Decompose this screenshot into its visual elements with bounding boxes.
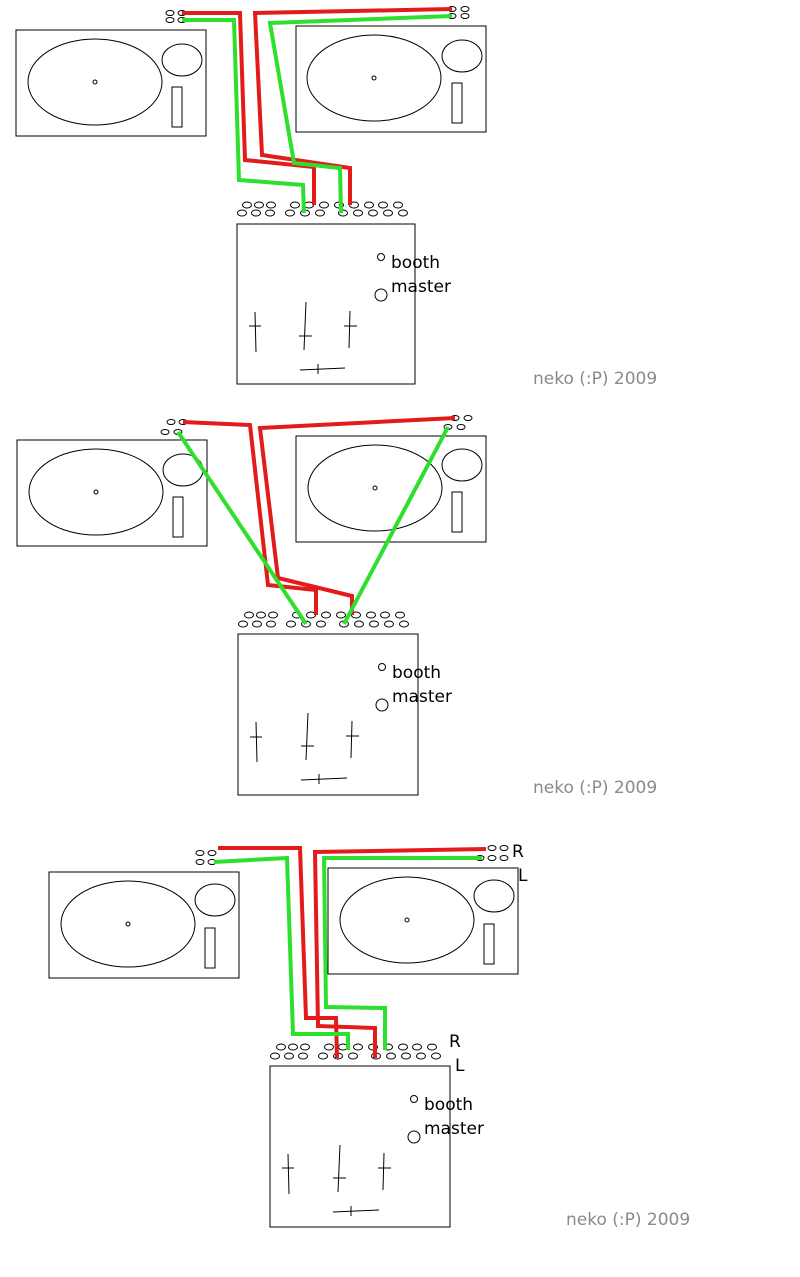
right-turntable-outputs: [443, 415, 473, 430]
diagram-3: R L R L booth master neko (:P) 2009: [48, 842, 690, 1230]
credit: neko (:P) 2009: [533, 369, 657, 389]
left-turntable-outputs: [195, 850, 217, 865]
mixer: [269, 1065, 451, 1228]
left-turntable-outputs: [160, 419, 188, 435]
mixer-inputs: [270, 1043, 441, 1060]
right-turntable: [295, 435, 487, 543]
mixer-inputs: [237, 201, 408, 217]
green-cables: [176, 426, 450, 626]
master-label: master: [424, 1119, 484, 1139]
mixer: [237, 633, 419, 796]
red-cables: [182, 416, 456, 615]
diagram-2: booth master neko (:P) 2009: [16, 415, 657, 798]
mixer-inputs: [238, 611, 409, 628]
left-turntable: [15, 29, 207, 137]
mixer: [236, 223, 416, 385]
green-cables: [213, 855, 482, 1050]
left-turntable: [48, 871, 240, 979]
booth-label: booth: [391, 253, 440, 273]
mixer-channel-right-label: R: [449, 1032, 461, 1052]
booth-label: booth: [392, 663, 441, 683]
left-turntable: [16, 439, 208, 547]
master-label: master: [391, 277, 451, 297]
red-cables: [182, 7, 453, 205]
credit: neko (:P) 2009: [566, 1210, 690, 1230]
credit: neko (:P) 2009: [533, 778, 657, 798]
red-cables: [218, 846, 487, 1059]
right-turntable: [295, 25, 487, 133]
turntable-channel-right-label: R: [512, 842, 524, 862]
mixer-channel-left-label: L: [455, 1056, 465, 1076]
right-turntable: [327, 867, 519, 975]
green-cables: [182, 14, 453, 214]
booth-label: booth: [424, 1095, 473, 1115]
master-label: master: [392, 687, 452, 707]
turntable-channel-left-label: L: [518, 866, 528, 886]
diagram-1: booth master neko (:P) 2009: [15, 6, 657, 389]
